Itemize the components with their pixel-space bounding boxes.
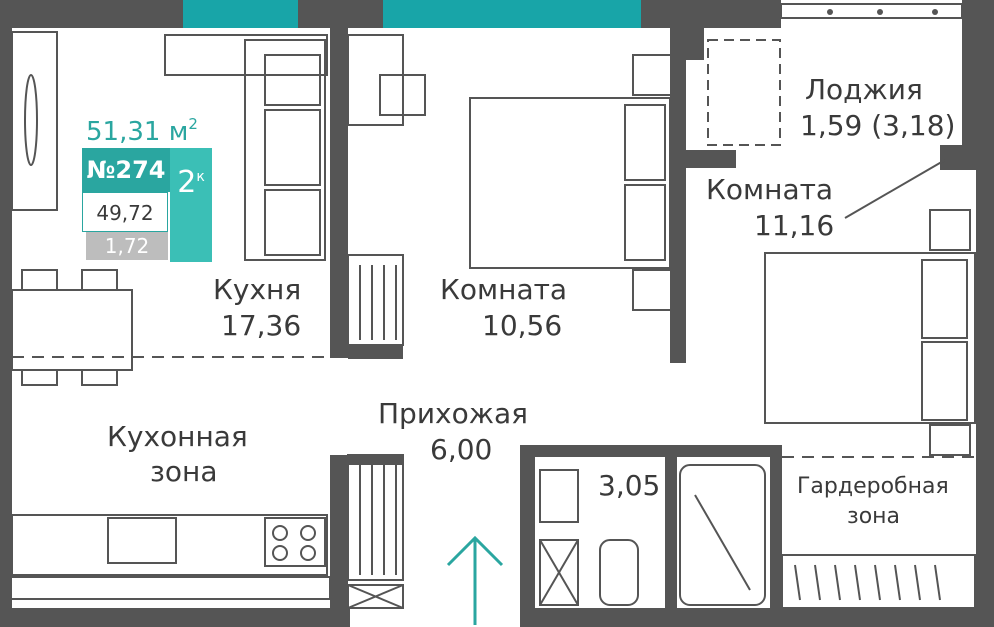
wardrobe-name-line1: Гардеробная [797,474,949,499]
room2-area: 11,16 [754,209,835,242]
loggia-area-badge: 1,72 [86,232,168,260]
loggia-name: Лоджия [805,73,923,106]
room1-name: Комната [440,273,568,306]
entrance-arrow [446,535,504,625]
hall-area: 6,00 [430,433,493,466]
hall-name: Прихожая [378,397,528,430]
kitchen-area: 17,36 [221,309,302,342]
leader-line [844,159,946,219]
kitchen-name: Кухня [213,273,302,306]
furniture [9,31,976,609]
room1-area: 10,56 [482,309,563,342]
loggia-area: 1,59 (3,18) [800,109,956,142]
dashed-lines [12,356,976,458]
kitchen-zone-name-line2: зона [150,455,218,488]
bathroom-area: 3,05 [598,469,661,502]
wardrobe-name-line2: зона [847,504,901,529]
room2-name: Комната [706,173,834,206]
total-area-label: 51,31 м2 [86,115,198,147]
interior-walls [330,28,976,610]
living-area: 49,72 [82,192,168,232]
rooms-count: 2к [170,148,212,262]
kitchen-zone-name-line1: Кухонная [107,420,248,453]
apartment-number: №274 [82,148,170,192]
windows [183,0,963,28]
wardrobe-hatching [359,265,941,601]
apartment-badge: №274 2к 49,72 1,72 [82,148,212,262]
